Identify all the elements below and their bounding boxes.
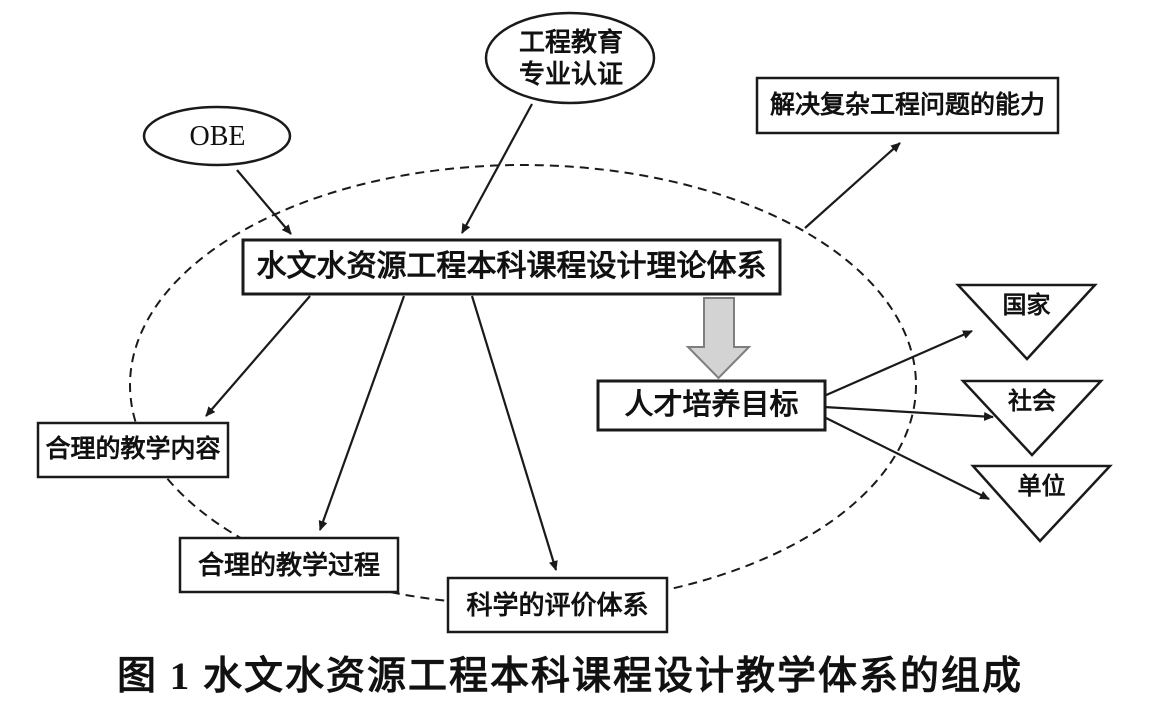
complex-ability-box [755,76,1060,135]
arrow-talent-to-country [823,329,973,398]
system-boundary-dashed-ellipse [129,164,917,606]
talent-goal-box [596,379,827,432]
unit-triangle [970,464,1113,543]
certification-label: 工程教育 专业认证 [488,14,654,102]
evaluation-system-box [446,576,669,634]
theory-system-box [241,238,782,296]
teaching-process-box [178,536,400,594]
teaching-content-label: 合理的教学内容 [45,435,221,464]
society-triangle [960,379,1104,457]
arrow-obe-to-theory [236,169,292,235]
theory-system-label: 水文水资源工程本科课程设计理论体系 [256,250,767,284]
country-triangle [955,283,1098,361]
society-label: 社会 [1008,388,1056,415]
talent-goal-label: 人才培养目标 [624,389,799,422]
certification-ellipse [484,11,656,105]
evaluation-system-label: 科学的评价体系 [466,589,649,620]
arrow-talent-to-society [823,405,994,421]
arrow-theory-to-evaluation-system [470,295,558,571]
arrow-boundary-to-complex-ability [804,142,901,229]
teaching-process-label: 合理的教学过程 [197,549,380,580]
arrow-talent-to-unit [823,416,990,500]
unit-label: 单位 [1017,473,1066,500]
certification-label-line1: 工程教育 [518,26,623,57]
arrow-theory-to-teaching-process [318,295,406,531]
block-arrow-theory-to-talent [685,297,752,380]
figure-caption: 图 1 水文水资源工程本科课程设计教学体系的组成 [116,655,1023,698]
obe-ellipse [142,105,292,167]
country-label: 国家 [1002,292,1051,319]
certification-label-line2: 专业认证 [518,59,623,89]
obe-label: OBE [189,121,246,152]
arrow-certification-to-theory [461,103,533,234]
teaching-content-box [36,421,230,479]
arrow-theory-to-teaching-content [205,295,311,417]
complex-ability-label: 解决复杂工程问题的能力 [769,90,1045,119]
